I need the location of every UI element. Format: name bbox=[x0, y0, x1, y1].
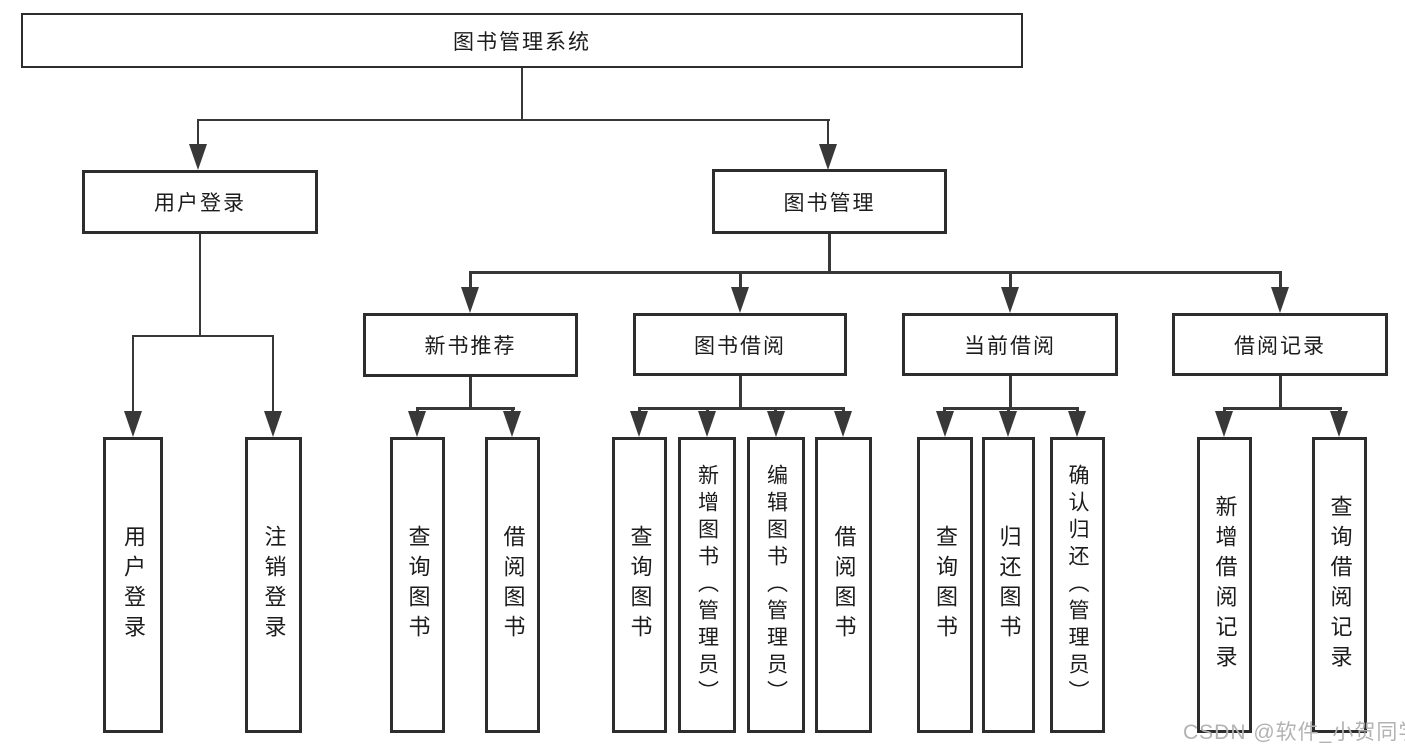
leaf-query-book-current: 查询图书 bbox=[917, 437, 973, 733]
leaf-logout-label: 注销登录 bbox=[261, 525, 287, 645]
connector-line bbox=[739, 271, 742, 291]
node-book-management-label: 图书管理 bbox=[783, 191, 876, 215]
leaf-borrow-book-recommend-label: 借阅图书 bbox=[500, 525, 526, 645]
arrow-down-icon bbox=[264, 411, 282, 437]
leaf-query-borrow-record: 查询借阅记录 bbox=[1312, 437, 1367, 733]
arrow-down-icon bbox=[834, 411, 852, 437]
arrow-down-icon bbox=[189, 144, 207, 170]
connector-line bbox=[943, 407, 1079, 410]
leaf-borrow-book-recommend: 借阅图书 bbox=[485, 437, 540, 733]
arrow-down-icon bbox=[1271, 287, 1289, 313]
connector-line bbox=[1279, 271, 1282, 291]
arrow-down-icon bbox=[503, 411, 521, 437]
connector-line bbox=[1279, 376, 1282, 410]
connector-line bbox=[1009, 271, 1012, 291]
leaf-add-book-admin: 新增图书（管理员） bbox=[678, 437, 736, 733]
connector-line bbox=[469, 271, 472, 291]
arrow-down-icon bbox=[999, 411, 1017, 437]
connector-line bbox=[197, 119, 199, 148]
connector-line bbox=[197, 119, 830, 121]
leaf-user-login: 用户登录 bbox=[103, 437, 163, 733]
connector-line bbox=[828, 234, 831, 273]
leaf-add-borrow-record-label: 新增借阅记录 bbox=[1212, 495, 1238, 675]
arrow-down-icon bbox=[461, 287, 479, 313]
leaf-borrow-book: 借阅图书 bbox=[815, 437, 872, 733]
leaf-user-login-label: 用户登录 bbox=[121, 525, 146, 645]
connector-line bbox=[739, 376, 742, 410]
connector-line bbox=[1223, 407, 1342, 410]
leaf-add-book-admin-label: 新增图书（管理员） bbox=[695, 463, 719, 707]
connector-line bbox=[272, 335, 274, 415]
arrow-down-icon bbox=[936, 411, 954, 437]
arrow-down-icon bbox=[767, 411, 785, 437]
leaf-return-book-label: 归还图书 bbox=[996, 525, 1022, 645]
connector-line bbox=[1009, 376, 1012, 410]
connector-line bbox=[638, 407, 845, 410]
arrow-down-icon bbox=[124, 411, 142, 437]
arrow-down-icon bbox=[630, 411, 648, 437]
connector-line bbox=[132, 335, 134, 415]
node-book-borrow-label: 图书借阅 bbox=[694, 334, 786, 358]
connector-line bbox=[469, 377, 472, 410]
node-book-borrow: 图书借阅 bbox=[633, 313, 847, 376]
arrow-down-icon bbox=[1001, 287, 1019, 313]
arrow-down-icon bbox=[698, 411, 716, 437]
leaf-add-borrow-record: 新增借阅记录 bbox=[1197, 437, 1252, 733]
leaf-confirm-return-admin: 确认归还（管理员） bbox=[1050, 437, 1105, 733]
node-user-login-label: 用户登录 bbox=[154, 192, 246, 215]
node-current-borrow-label: 当前借阅 bbox=[964, 334, 1056, 358]
leaf-query-book-recommend-label: 查询图书 bbox=[405, 525, 431, 645]
connector-line bbox=[199, 234, 201, 337]
connector-line bbox=[521, 68, 523, 119]
connector-line bbox=[827, 119, 829, 148]
arrow-down-icon bbox=[1068, 411, 1086, 437]
leaf-borrow-book-label: 借阅图书 bbox=[831, 525, 857, 645]
node-current-borrow: 当前借阅 bbox=[902, 313, 1118, 376]
arrow-down-icon bbox=[731, 287, 749, 313]
leaf-logout: 注销登录 bbox=[245, 437, 302, 733]
leaf-query-book-current-label: 查询图书 bbox=[933, 525, 958, 645]
node-root: 图书管理系统 bbox=[21, 13, 1023, 68]
leaf-edit-book-admin: 编辑图书（管理员） bbox=[747, 437, 805, 733]
leaf-query-book-borrow: 查询图书 bbox=[612, 437, 667, 733]
leaf-edit-book-admin-label: 编辑图书（管理员） bbox=[764, 463, 788, 707]
node-root-label: 图书管理系统 bbox=[453, 30, 591, 54]
node-borrow-record-label: 借阅记录 bbox=[1234, 334, 1326, 358]
node-new-book-recommend: 新书推荐 bbox=[363, 313, 578, 377]
leaf-return-book: 归还图书 bbox=[982, 437, 1035, 733]
connector-line bbox=[469, 271, 1281, 274]
node-user-login: 用户登录 bbox=[82, 170, 318, 234]
arrow-down-icon bbox=[408, 411, 426, 437]
arrow-down-icon bbox=[1215, 411, 1233, 437]
arrow-down-icon bbox=[819, 144, 837, 170]
leaf-query-book-borrow-label: 查询图书 bbox=[627, 525, 653, 645]
csdn-watermark: CSDN @软件_小贺同学 bbox=[1183, 721, 1405, 744]
leaf-confirm-return-admin-label: 确认归还（管理员） bbox=[1066, 463, 1089, 707]
connector-line bbox=[132, 335, 274, 337]
leaf-query-borrow-record-label: 查询借阅记录 bbox=[1327, 495, 1353, 675]
node-new-book-recommend-label: 新书推荐 bbox=[424, 335, 517, 358]
arrow-down-icon bbox=[1330, 411, 1348, 437]
leaf-query-book-recommend: 查询图书 bbox=[390, 437, 445, 733]
node-book-management: 图书管理 bbox=[712, 169, 947, 234]
connector-line bbox=[416, 407, 515, 410]
node-borrow-record: 借阅记录 bbox=[1172, 313, 1388, 376]
